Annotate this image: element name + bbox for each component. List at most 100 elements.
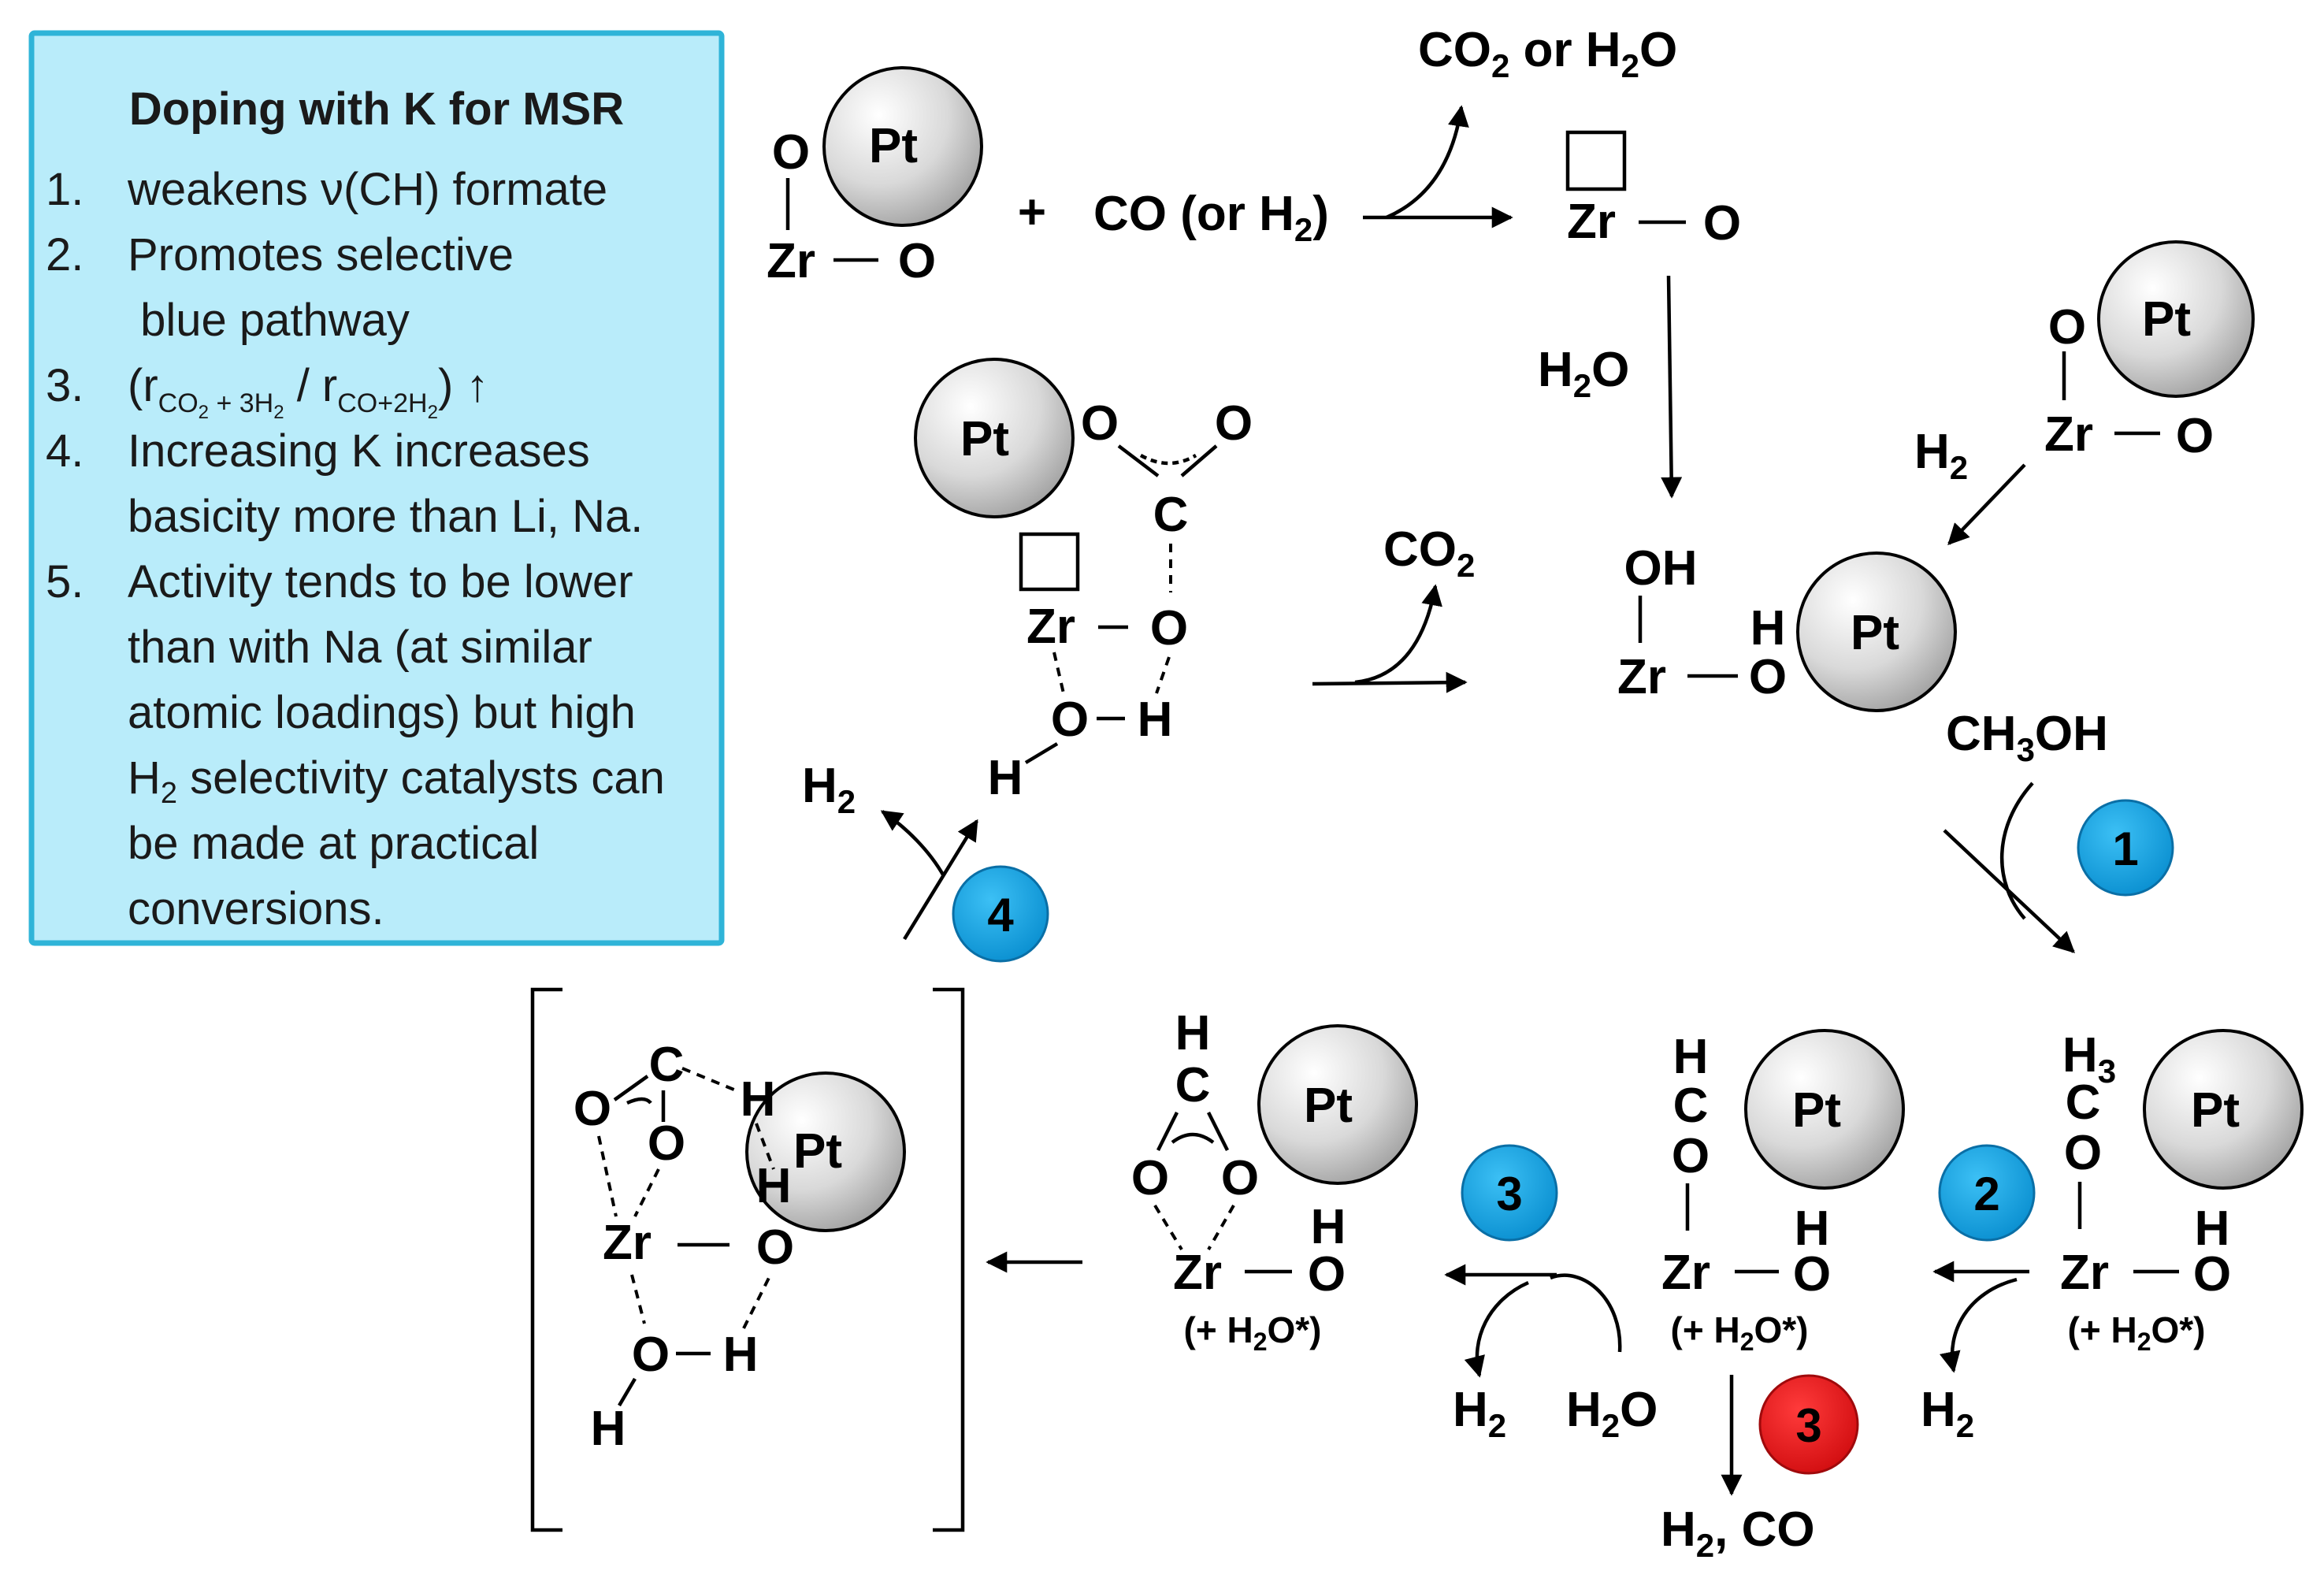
species-h2-co: H2, CO <box>1661 1502 1815 1564</box>
atom-o: O <box>1672 1129 1710 1183</box>
atom-o: O <box>632 1328 670 1382</box>
atom-zr: Zr <box>1567 195 1616 249</box>
pt-particle <box>914 358 1075 518</box>
atom-o: O <box>574 1082 611 1136</box>
step-badge-3-blue-circle <box>1461 1144 1558 1242</box>
oxygen-vacancy <box>1019 532 1080 592</box>
atom-zr: Zr <box>767 234 815 288</box>
pt-label: Pt <box>1792 1083 1841 1138</box>
species-h2-step4: H2 <box>802 759 856 820</box>
atom-zr: Zr <box>2060 1246 2109 1300</box>
step-badge-1-label: 1 <box>2112 823 2138 875</box>
atom-o: O <box>2176 409 2214 463</box>
info-item-5-line-4: H2 selectivity catalysts can <box>128 752 665 810</box>
atom-o: O <box>1215 396 1253 451</box>
atom-o: O <box>648 1116 685 1171</box>
atom-zr: Zr <box>2044 407 2093 462</box>
arrow-h2-spillover <box>1947 463 2026 545</box>
pt-label: Pt <box>2191 1083 2240 1138</box>
atom-h: H <box>1175 1006 1211 1060</box>
structure-methoxy: Pt H3 C O H Zr O (+ H2O*) <box>2060 1028 2304 1356</box>
atom-zr: Zr <box>603 1216 652 1270</box>
pt-particle <box>2097 240 2255 398</box>
arrow-step-2-h2 <box>1940 1277 2018 1373</box>
info-item-2-num: 2. <box>46 229 84 280</box>
info-item-1-num: 1. <box>46 164 84 215</box>
atom-o: O <box>1749 650 1787 704</box>
atom-o: O <box>1703 196 1741 251</box>
structure-formaldehyde: Pt H C O H Zr O (+ H2O*) <box>1661 1029 1905 1356</box>
step-badge-1-circle <box>2077 799 2174 897</box>
atom-c: C <box>2066 1075 2101 1130</box>
species-h2-step2: H2 <box>1921 1383 1974 1444</box>
info-item-1-line-1: weakens ν(CH) formate <box>127 164 607 215</box>
atom-c: C <box>1153 488 1189 542</box>
species-ch3oh: CH3OH <box>1946 707 2108 768</box>
pt-label: Pt <box>1851 606 1899 660</box>
species-co2: CO2 <box>1383 522 1475 584</box>
atom-o: O <box>1150 601 1188 655</box>
pt-particle <box>822 66 983 227</box>
atom-oh: OH <box>1624 541 1698 596</box>
info-box-panel <box>28 30 725 946</box>
arrow-co2-release <box>1386 105 1469 220</box>
species-h2-step3: H2 <box>1453 1383 1506 1444</box>
atom-h: H <box>988 751 1023 805</box>
step-badge-3-blue: 3 <box>1461 1144 1558 1242</box>
species-h2o-step3: H2O <box>1566 1383 1658 1444</box>
label-plus-h2o: (+ H2O*) <box>1671 1309 1809 1356</box>
atom-c: C <box>1175 1058 1211 1112</box>
structure-hydroxylated-zro2: Pt OH Zr O H <box>1617 541 1957 712</box>
info-item-4-num: 4. <box>46 425 84 477</box>
arrow-water-adsorption <box>1661 275 1683 499</box>
atom-h: H <box>723 1328 759 1382</box>
structure-reduced-zr-vacancy: Zr O <box>1565 130 1741 251</box>
atom-o: O <box>898 234 936 288</box>
pt-label: Pt <box>1304 1079 1353 1133</box>
structure-pt-zro2-right: Pt O Zr O <box>2044 240 2255 463</box>
species-h2-dissociation: H2 <box>1914 425 1968 486</box>
atom-zr: Zr <box>1026 600 1075 654</box>
atom-o: O <box>1308 1247 1346 1302</box>
atom-o: O <box>756 1220 794 1275</box>
atom-h: H <box>2195 1201 2230 1256</box>
pt-particle <box>1796 551 1957 712</box>
step-badge-3-red-label: 3 <box>1795 1399 1821 1452</box>
label-plus-h2o: (+ H2O*) <box>1184 1309 1322 1356</box>
info-box-title: Doping with K for MSR <box>129 84 624 135</box>
structure-transition-state: Pt C O O H H Zr O O H H <box>530 987 965 1532</box>
bracket-right <box>933 987 965 1532</box>
pt-label: Pt <box>793 1124 842 1179</box>
info-item-2-line-1: Promotes selective <box>128 229 514 280</box>
atom-h: H <box>1750 601 1786 655</box>
pt-label: Pt <box>869 119 918 173</box>
atom-h: H <box>591 1402 626 1456</box>
step-badge-4-circle <box>952 865 1049 963</box>
atom-o: O <box>2048 300 2086 355</box>
info-item-5-num: 5. <box>46 556 84 607</box>
atom-o: O <box>2193 1247 2231 1302</box>
pt-label: Pt <box>2142 292 2191 347</box>
pt-particle <box>1257 1024 1418 1185</box>
plus-sign: + <box>1018 185 1046 240</box>
arrow-co2-out <box>1354 584 1442 685</box>
atom-h: H <box>1673 1030 1709 1084</box>
atom-o: O <box>2064 1126 2102 1180</box>
atom-o: O <box>772 125 810 180</box>
info-item-3-num: 3. <box>46 360 84 411</box>
species-co2-or-h2o: CO2 or H2O <box>1418 23 1677 84</box>
info-box: Doping with K for MSR 1. weakens ν(CH) f… <box>28 30 725 946</box>
step-badge-3-red-circle <box>1758 1374 1859 1475</box>
info-item-5-line-3: atomic loadings) but high <box>128 687 636 738</box>
step-badge-1: 1 <box>2077 799 2174 897</box>
bracket-left <box>530 987 562 1532</box>
arrow-step-4-h2 <box>880 810 945 878</box>
info-item-5-line-5: be made at practical <box>128 818 539 869</box>
info-item-2-line-2: blue pathway <box>128 295 410 346</box>
pt-particle <box>2143 1029 2304 1190</box>
species-co-or-h2: CO (or H2) <box>1093 187 1329 248</box>
step-badge-2: 2 <box>1938 1144 2036 1242</box>
info-item-5-line-2: than with Na (at similar <box>128 622 592 673</box>
structure-carboxylate: Pt O O C Zr O O H H <box>914 358 1253 805</box>
